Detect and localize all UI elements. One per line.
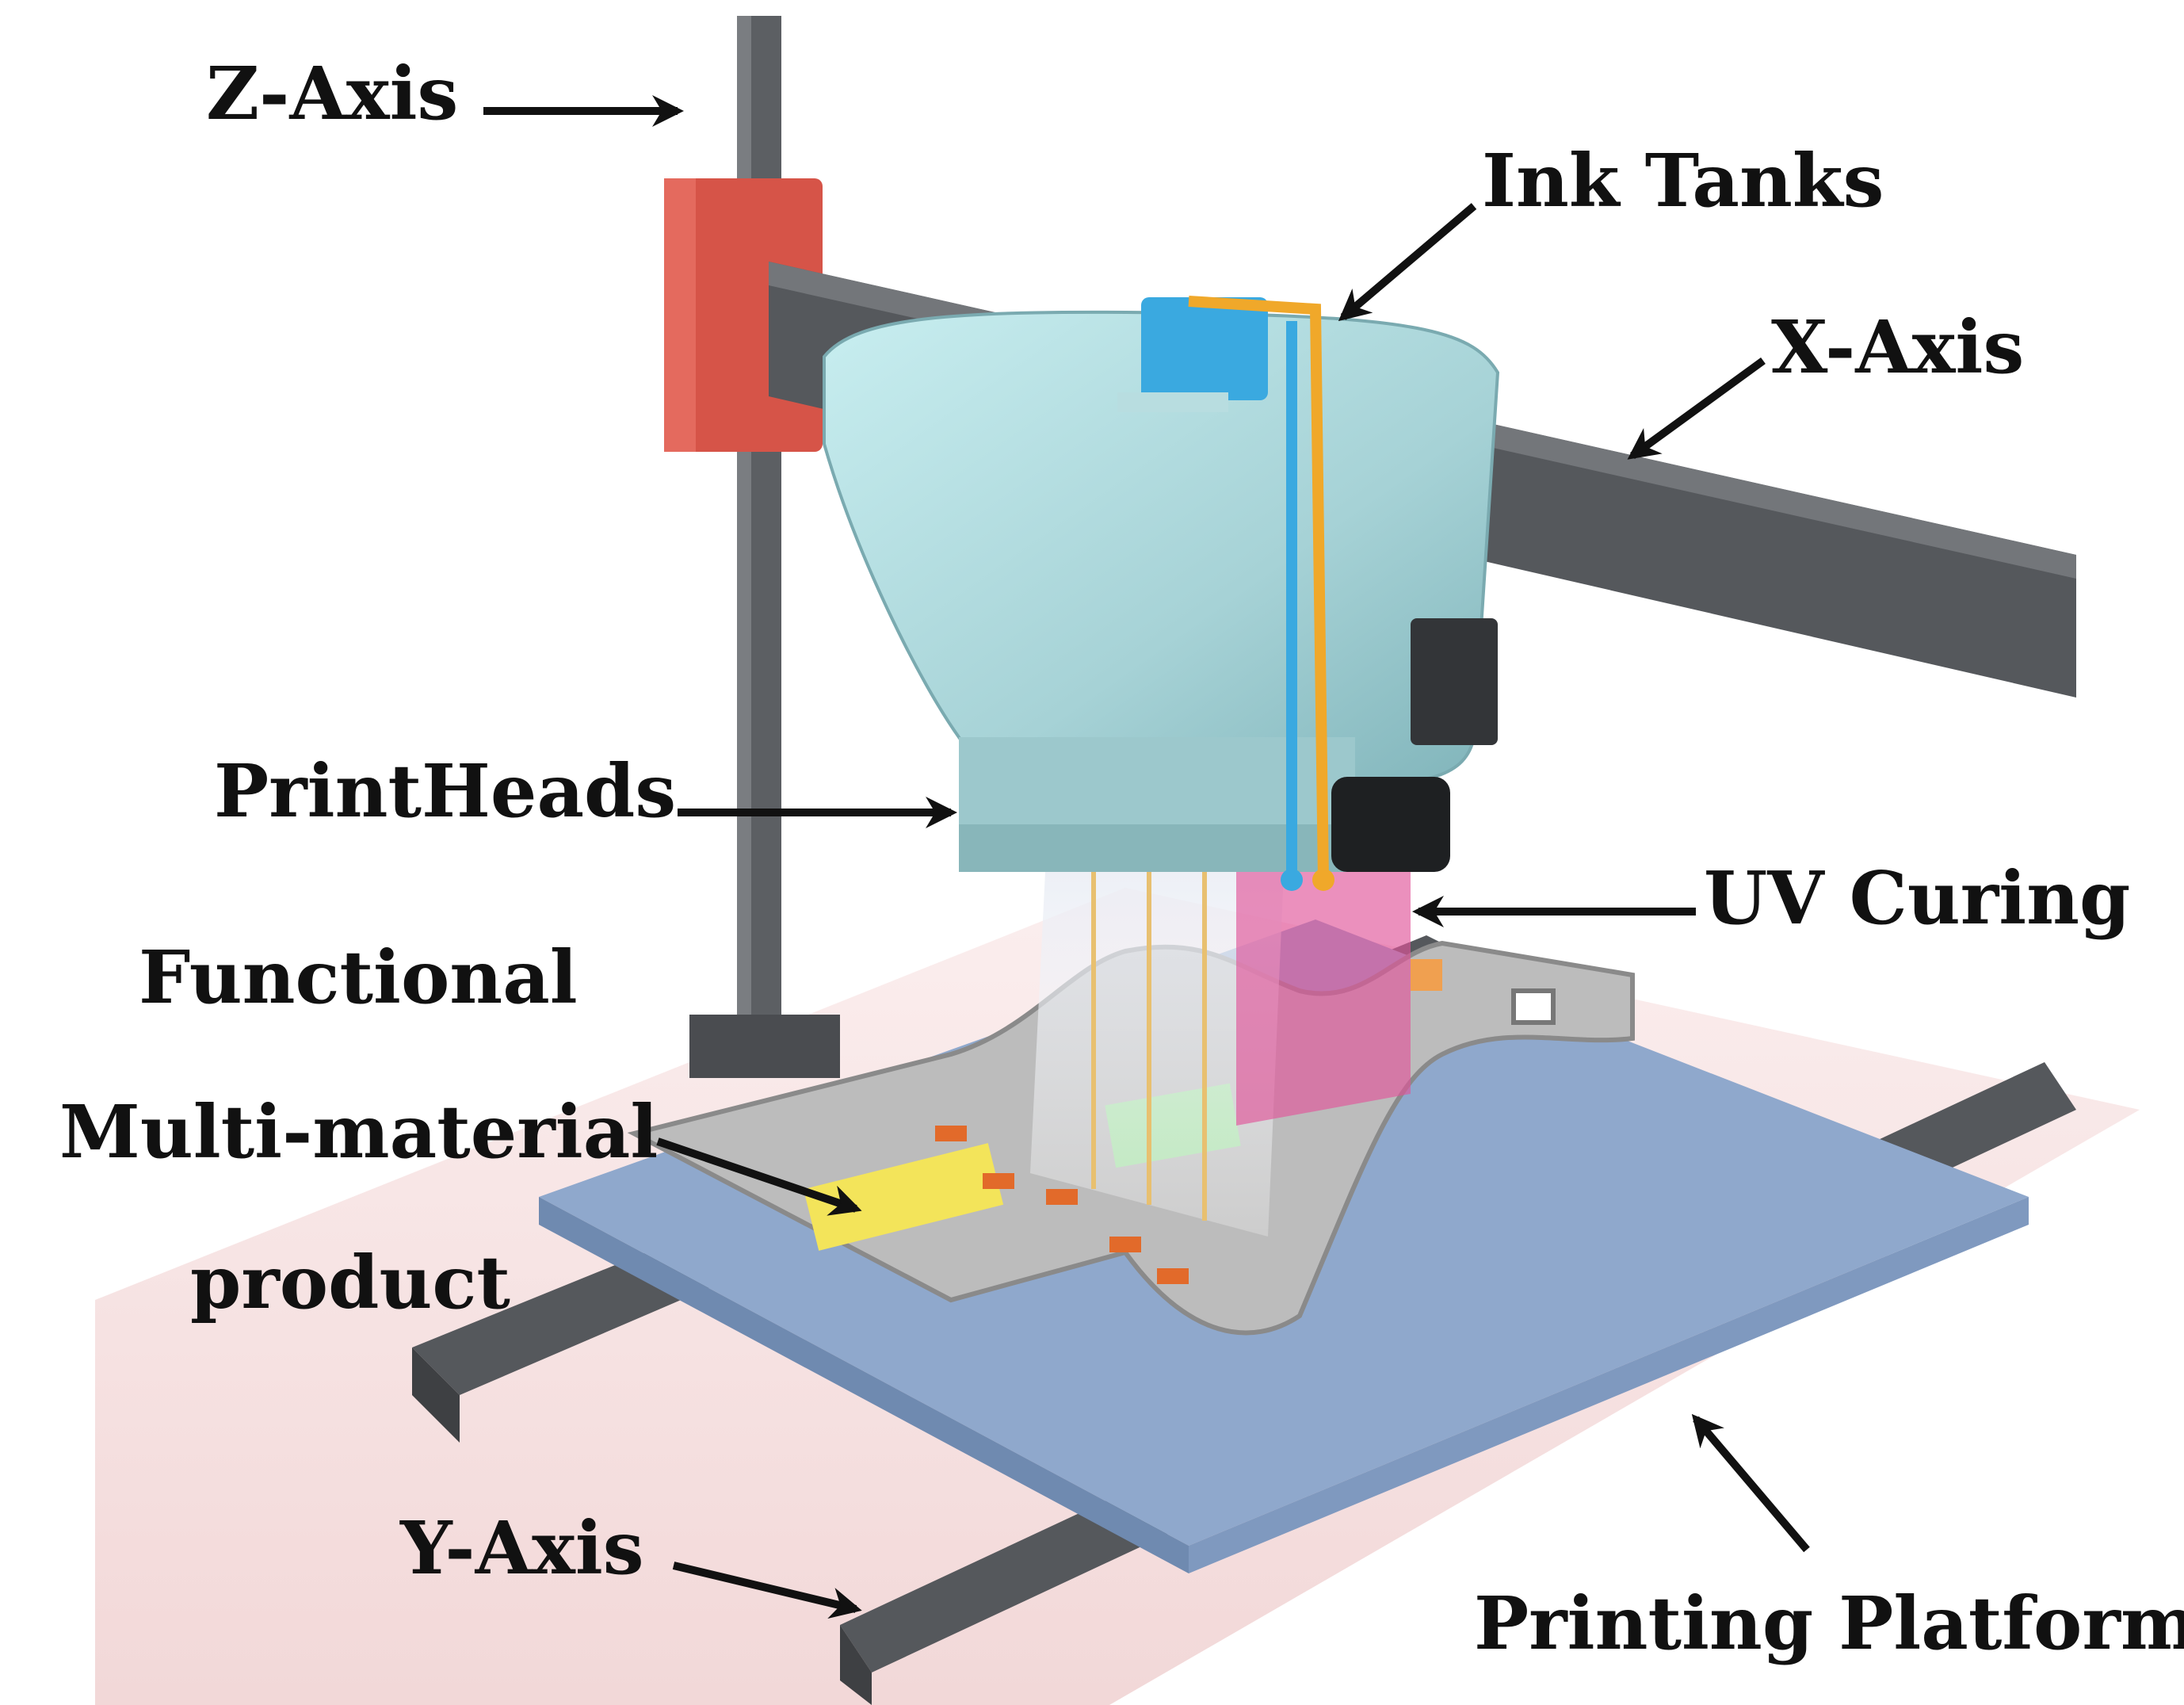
- platform-edge: [539, 1197, 1189, 1573]
- platform-edge-right: [1189, 1197, 2029, 1573]
- labels: Z-Axis Ink Tanks X-Axis PrintHeads UV Cu…: [59, 51, 2184, 1666]
- z-axis-column: [664, 16, 840, 1078]
- label-product: product: [190, 1240, 510, 1325]
- label-y-axis: Y-Axis: [399, 1505, 644, 1591]
- uv-curing-light: [1236, 856, 1411, 1126]
- ink-jet-beams: [1030, 856, 1284, 1237]
- arrow-x-axis: [1627, 357, 1766, 460]
- arrow-ink-tanks: [1338, 203, 1477, 322]
- label-printing-platform: Printing Platform: [1474, 1581, 2184, 1666]
- arrow-product: [656, 1137, 862, 1216]
- label-arrows: [483, 95, 1810, 1619]
- label-functional: Functional: [139, 935, 578, 1020]
- label-z-axis: Z-Axis: [206, 51, 458, 136]
- label-multi-material: Multi-material: [59, 1089, 658, 1175]
- ink-tanks: [1117, 296, 1334, 891]
- label-printheads: PrintHeads: [214, 748, 676, 834]
- label-uv-curing: UV Curing: [1704, 855, 2130, 941]
- arrow-printing-platform: [1691, 1413, 1810, 1553]
- label-x-axis: X-Axis: [1771, 304, 2024, 390]
- label-ink-tanks: Ink Tanks: [1482, 138, 1884, 224]
- arrow-y-axis: [672, 1562, 862, 1619]
